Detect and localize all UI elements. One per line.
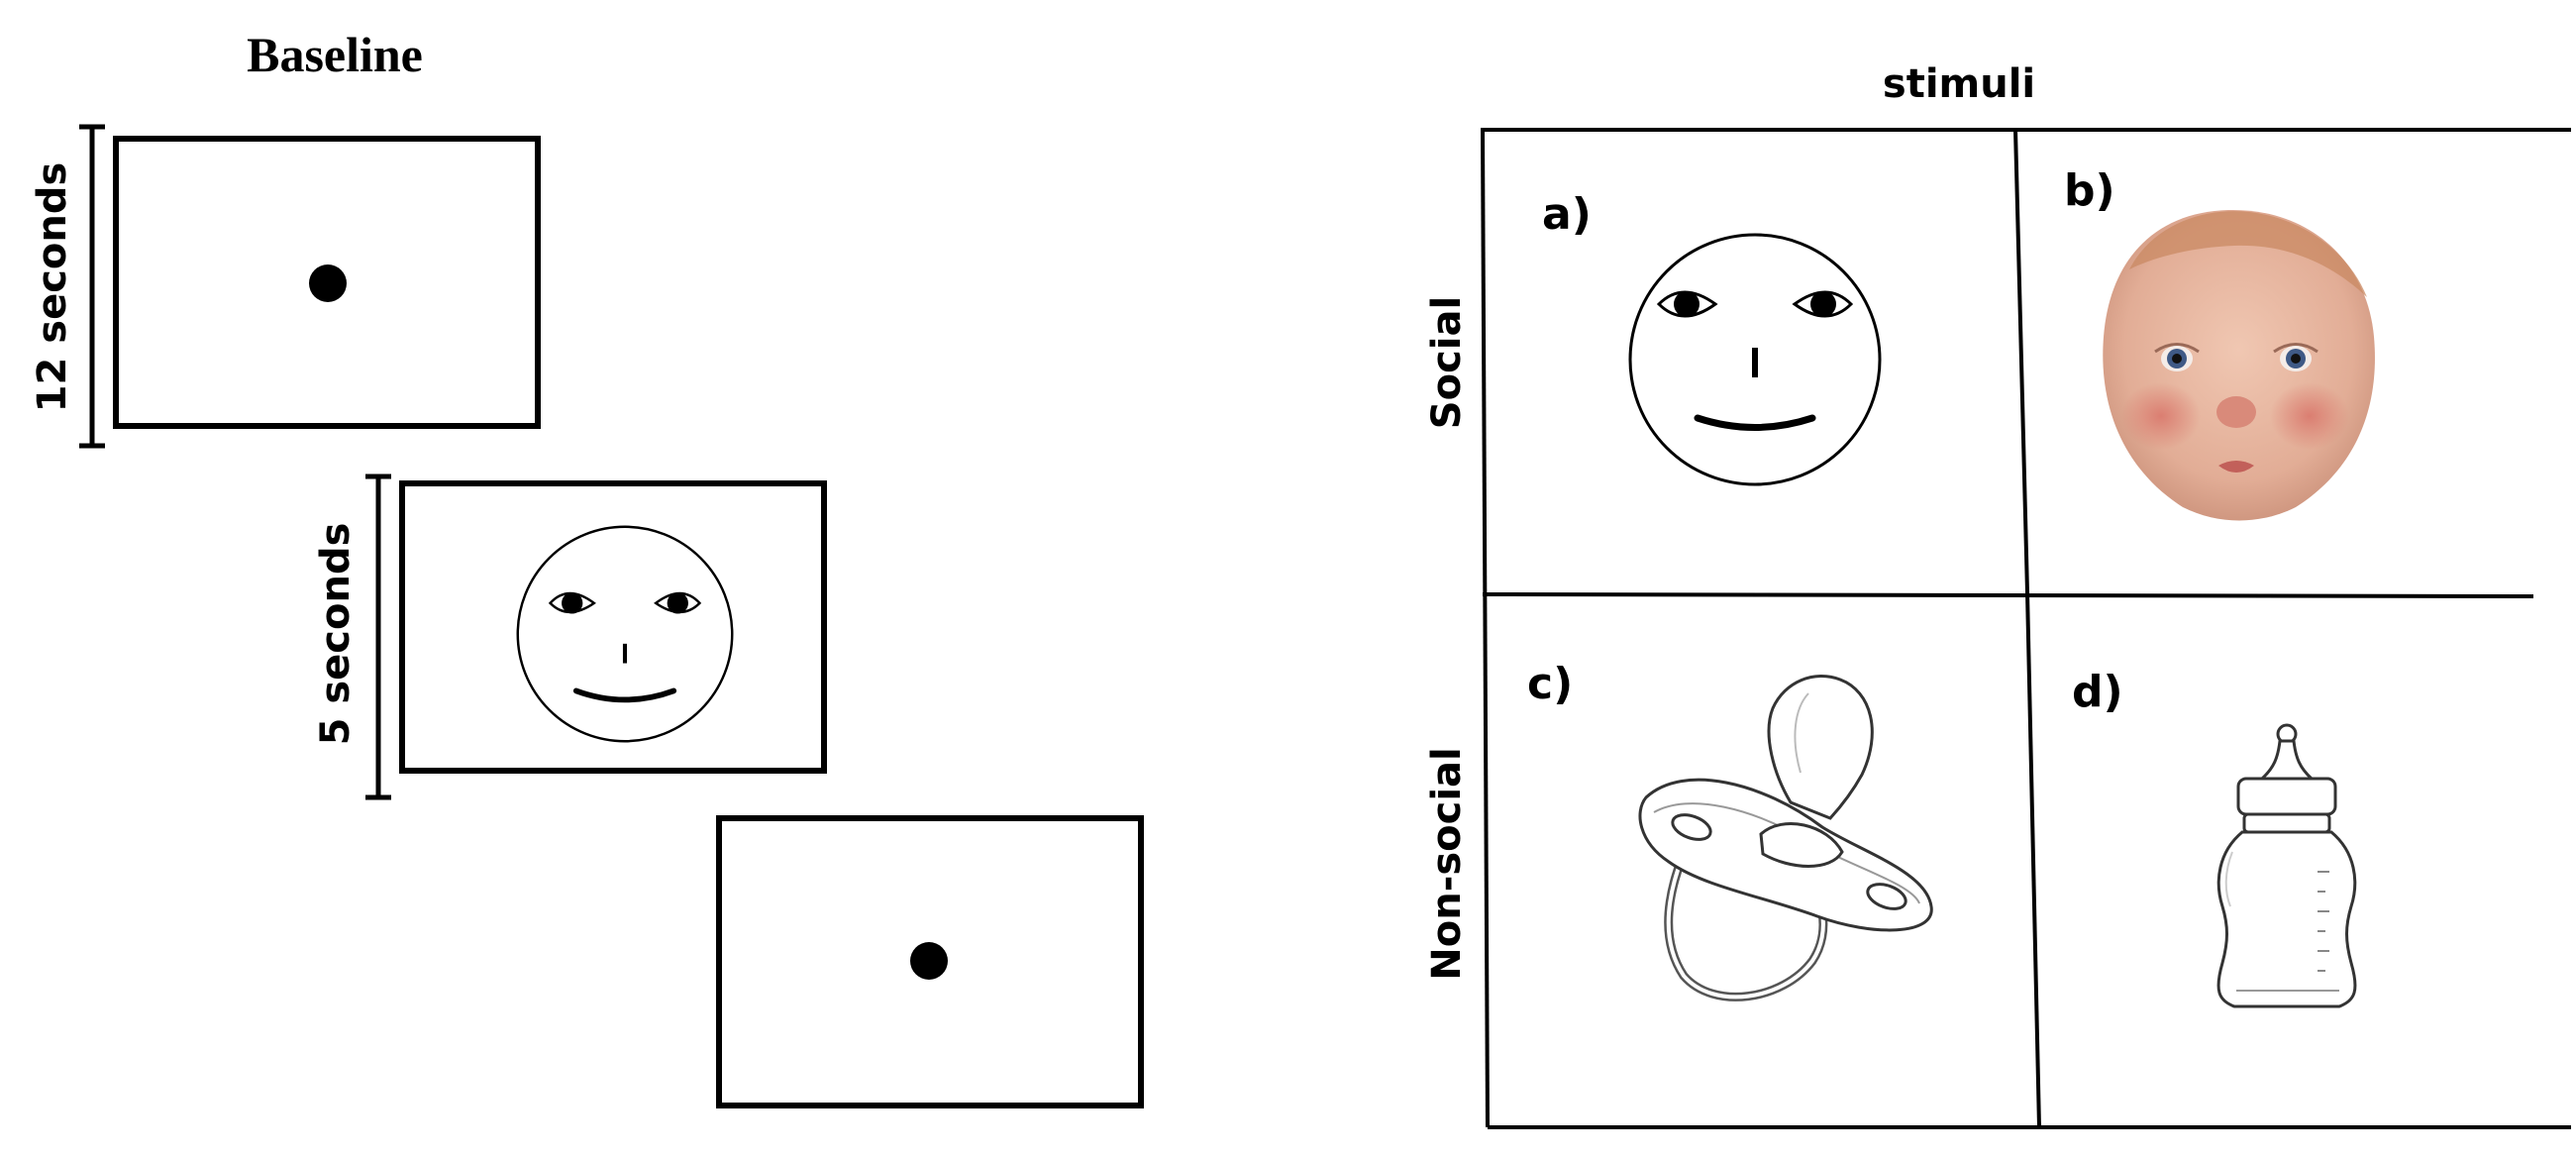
- duration-bracket-5s: [365, 474, 391, 800]
- baby-face-photo: [2103, 209, 2375, 521]
- panel-c: c): [1527, 659, 1933, 1001]
- pacifier-icon: [1638, 675, 1933, 1001]
- row-label-non-social: Non-social: [1424, 747, 1470, 980]
- baby-bottle-icon: [2216, 723, 2357, 1008]
- grid-lines: [1481, 128, 2571, 1129]
- panel-letter-a: a): [1542, 189, 1592, 240]
- screen-fixation-2: [716, 815, 1144, 1108]
- row-label-social: Social: [1424, 296, 1470, 429]
- panel-letter-c: c): [1527, 659, 1573, 709]
- fixation-dot: [910, 942, 948, 980]
- schematic-face-icon: [516, 525, 734, 743]
- duration-label-12s: 12 seconds: [30, 162, 75, 413]
- schematic-face-icon: [1628, 233, 1882, 486]
- panel-letter-b: b): [2064, 165, 2115, 216]
- stimuli-grid: stimuli Social Non-social a): [1424, 61, 2571, 1129]
- duration-bracket-12s: [79, 124, 105, 449]
- screen-face: [399, 480, 827, 774]
- stimuli-title: stimuli: [1883, 61, 2035, 107]
- panel-b: b): [2064, 165, 2375, 521]
- panel-letter-d: d): [2072, 667, 2123, 717]
- fixation-dot: [309, 264, 347, 302]
- baseline-protocol: Baseline 12 seconds: [30, 27, 1144, 1108]
- panel-a: a): [1542, 189, 1882, 486]
- screen-fixation-1: [113, 136, 541, 429]
- panel-d: d): [2072, 667, 2357, 1008]
- duration-label-5s: 5 seconds: [313, 523, 359, 746]
- baseline-title: Baseline: [247, 27, 423, 82]
